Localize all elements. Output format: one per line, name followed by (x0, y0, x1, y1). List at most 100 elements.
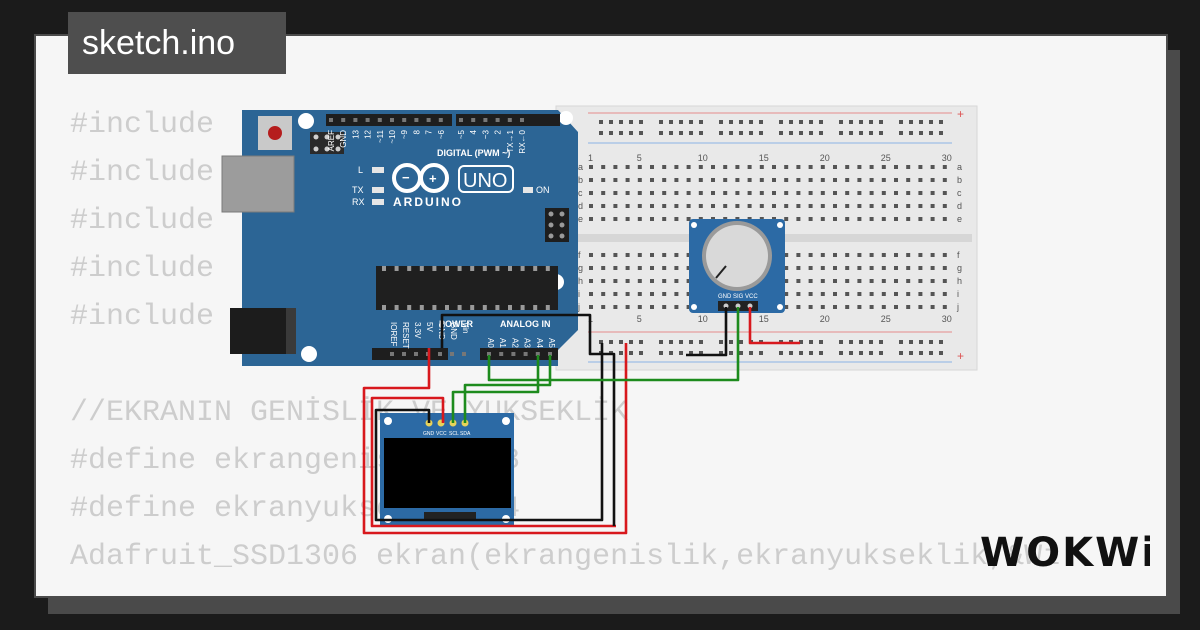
power-pin-label: Vin (461, 322, 470, 333)
analog-label: ANALOG IN (500, 319, 551, 329)
analog-pin-label: A4 (535, 338, 544, 348)
digital-label: DIGITAL (PWM ~) (437, 148, 510, 158)
bb-row-label: h (957, 276, 962, 286)
oled-pin-vcc: VCC (436, 431, 447, 437)
wire-sda-green (463, 355, 552, 423)
usb-connector (221, 155, 295, 213)
knob-icon (706, 225, 768, 287)
digital-pin-label: 7 (425, 129, 434, 134)
brand-label: ARDUINO (393, 195, 463, 209)
bb-row-label: a (578, 162, 583, 172)
bb-col-label: 10 (698, 153, 708, 163)
bb-col-label: 5 (637, 153, 642, 163)
bb-row-label: h (578, 276, 583, 286)
oled-display: GND VCC SCL SDA (380, 413, 514, 527)
svg-text:+: + (429, 171, 437, 186)
bb-row-label: b (957, 175, 962, 185)
bb-row-label: e (957, 214, 962, 224)
digital-pin-label: ~10 (388, 129, 397, 143)
bb-row-label: b (578, 175, 583, 185)
power-jack (230, 308, 294, 354)
svg-text:−: − (402, 170, 410, 185)
digital-pin-label: ~5 (457, 129, 466, 139)
code-line-1: #include (70, 108, 215, 142)
bb-row-label: e (578, 214, 583, 224)
digital-pin-label: 4 (469, 129, 478, 134)
power-pin-label: RESET (401, 322, 410, 349)
digital-pin-label: 2 (494, 129, 503, 134)
bb-row-label: j (577, 302, 580, 312)
analog-pin-label: A3 (523, 338, 532, 348)
wire-pot-gnd-black (686, 307, 728, 357)
wokwi-logo-text: WOKWi (980, 530, 1150, 576)
digital-pin-label: 8 (412, 129, 421, 134)
bb-row-label: j (956, 302, 959, 312)
bb-col-label: 20 (820, 314, 830, 324)
power-pin-label: IOREF (389, 322, 398, 347)
digital-pin-label: 12 (364, 129, 373, 138)
potentiometer: GND SIG VCC (689, 219, 785, 313)
led-l-label: L (358, 165, 363, 175)
wire-scl-green (451, 355, 540, 423)
bb-row-label: d (578, 201, 583, 211)
power-pin-label: 3.3V (413, 322, 422, 339)
digital-pin-label: RX←0 (518, 129, 527, 153)
bb-row-label: d (957, 201, 962, 211)
digital-pin-label: ~3 (481, 129, 490, 139)
oled-pin-scl: SCL (449, 431, 459, 437)
digital-pin-label: TX→1 (506, 129, 515, 152)
bb-row-label: i (578, 289, 580, 299)
power-pin-label: GND (449, 322, 458, 340)
digital-pin-label: 13 (351, 129, 360, 138)
wokwi-logo: WOKWi (980, 530, 1150, 576)
digital-header-1 (326, 114, 452, 126)
analog-pin-label: A1 (498, 338, 507, 348)
atmega-chip (376, 266, 558, 310)
file-name-badge: sketch.ino (68, 12, 286, 74)
bb-row-label: g (578, 263, 583, 273)
wire-pot-vcc-red (748, 307, 800, 345)
code-line-4: #include (70, 252, 215, 286)
code-line-5: #include (70, 300, 215, 334)
bb-row-label: c (957, 188, 962, 198)
bb-col-label: 5 (637, 314, 642, 324)
code-line-3: #include (70, 204, 215, 238)
power-header (372, 348, 448, 360)
svg-text:+: + (957, 107, 964, 121)
wire-5v-red (362, 343, 628, 535)
bb-col-label: 25 (881, 314, 891, 324)
digital-pin-label: GND (339, 130, 348, 148)
analog-header (480, 348, 558, 360)
bb-col-label: 15 (759, 153, 769, 163)
analog-pin-label: A2 (510, 338, 519, 348)
power-label: POWER (439, 319, 474, 329)
oled-pin-sda: SDA (460, 431, 471, 437)
bb-row-label: g (957, 263, 962, 273)
led-on-label: ON (536, 185, 550, 195)
bb-col-label: 30 (942, 314, 952, 324)
bb-row-label: i (957, 289, 959, 299)
bb-col-label: 15 (759, 314, 769, 324)
bb-col-label: 20 (820, 153, 830, 163)
analog-pin-label: A0 (486, 338, 495, 348)
bb-row-label: f (957, 250, 960, 260)
digital-pin-label: ~6 (437, 129, 446, 139)
led-tx-label: TX (352, 185, 364, 195)
bb-col-label: 10 (698, 314, 708, 324)
bb-col-label: 30 (942, 153, 952, 163)
wire-gnd-black (440, 313, 616, 526)
digital-pin-label: AREF (327, 130, 336, 151)
wires (362, 307, 800, 535)
wire-oled-gnd-black (374, 343, 604, 522)
digital-pin-label: ~11 (376, 129, 385, 143)
analog-pin-label: A5 (547, 338, 556, 348)
svg-text:+: + (957, 349, 964, 363)
oled-screen (384, 438, 511, 508)
led-rx-label: RX (352, 197, 365, 207)
wire-pot-sig-green (487, 307, 740, 382)
arduino-logo-icon: − + (392, 163, 449, 193)
bb-row-label: c (578, 188, 583, 198)
